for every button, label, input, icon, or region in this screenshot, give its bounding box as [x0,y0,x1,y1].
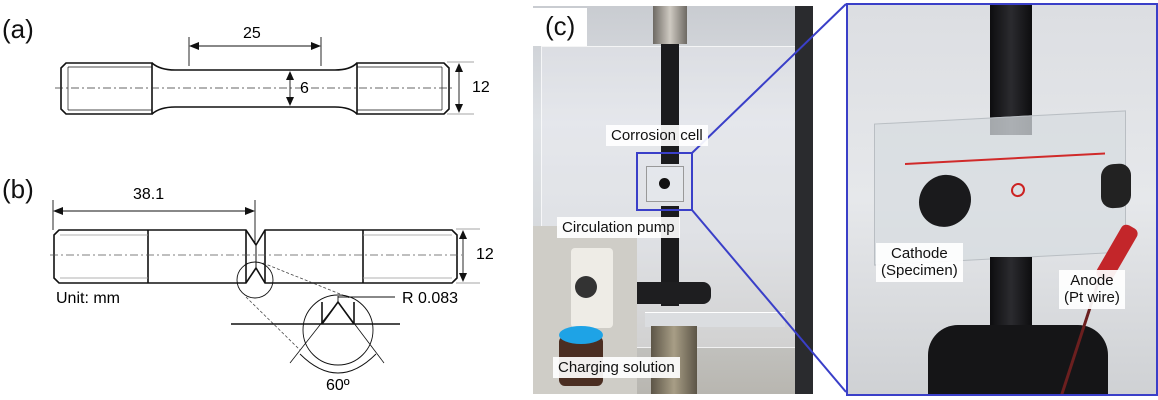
gauge-length-label: 25 [243,25,261,42]
notch-radius-label: R 0.083 [402,290,459,307]
unit-label: Unit: mm [56,290,120,307]
smooth-specimen-drawing [55,37,474,115]
bottle-cap [559,326,603,344]
callout-anode: Anode (Pt wire) [1059,270,1125,309]
callout-circulation-pump: Circulation pump [557,217,680,239]
cathode-knob [919,173,971,229]
notch-angle-label: 60º [326,377,350,394]
anode-knob [1101,163,1131,209]
reference-port [1011,182,1025,198]
cathode-line1: Cathode [890,245,948,262]
grip-disc [629,282,711,304]
grip-diameter-label-a: 12 [472,79,490,96]
cell-knob [659,178,670,189]
machine-side-rail [795,6,813,394]
diameter-label-b: 12 [476,246,494,263]
corrosion-cell-closeup-photo [846,3,1158,396]
panel-label-c: (c) [533,8,588,46]
pump-head [575,276,597,298]
anode-line1: Anode [1070,272,1114,289]
red-gasket [905,152,1105,165]
gauge-diameter-label: 6 [300,80,309,97]
notched-specimen-drawing [50,200,480,374]
specimen-rod-upper [990,5,1032,135]
callout-cathode: Cathode (Specimen) [876,243,963,282]
acrylic-shelf [645,312,785,327]
callout-corrosion-cell: Corrosion cell [606,125,708,147]
anode-line2: (Pt wire) [1064,289,1120,307]
panel-label-a: (a) [2,14,34,44]
cell-miniature [646,166,684,202]
callout-charging-solution: Charging solution [553,357,680,379]
load-cell [653,6,687,44]
panel-label-b: (b) [2,174,34,204]
cathode-line2: (Specimen) [881,262,958,280]
notch-position-label: 38.1 [133,186,165,203]
